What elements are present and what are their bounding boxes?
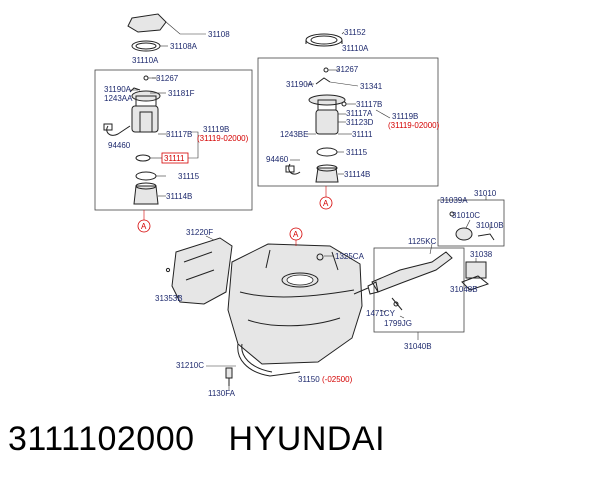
label-1243be: 1243BE [280,130,308,139]
label-31108a: 31108A [170,42,198,51]
label-31048b: 31048B [450,285,478,294]
label-31114b-right: 31114B [344,170,370,179]
svg-text:A: A [323,199,329,208]
label-31123d: 31123D [346,118,374,127]
filler-cap-31010 [449,196,495,291]
ref-marker-a-left: A [137,210,151,233]
label-31117a: 31117A [346,109,373,118]
label-31110a-right: 31110A [342,44,369,53]
label-1799jg: 1799JG [384,319,412,328]
label-31111-right: 31111 [352,130,373,139]
label-31111-left: 31111 [164,154,185,163]
lock-ring-31152 [305,31,345,47]
label-94460-right: 94460 [266,155,289,164]
label-31117b-left: 31117B [166,130,192,139]
ref-marker-a-right: A [319,186,333,210]
pump-module-box-right [257,57,439,187]
heat-shield-31220f [165,235,233,305]
label-1243aa: 1243AA [104,94,133,103]
highlight-box-31111 [161,152,189,164]
label-31038: 31038 [470,250,493,259]
label-31039a: 31039A [440,196,468,205]
label-31010b: 31010B [476,221,504,230]
label-31150-range: (-02500) [322,375,353,384]
label-94460-left: 94460 [108,141,131,150]
label-1471cy: 1471CY [366,309,396,318]
label-31114b-left: 31114B [166,192,192,201]
cover-plate-31108 [127,13,206,52]
label-31108: 31108 [208,30,230,39]
label-31115-right: 31115 [346,148,368,157]
pump-module-left [103,75,199,205]
label-31119b-left-range: (31119-02000) [197,134,249,143]
label-31267-right: 31267 [336,65,359,74]
filler-cap-box [437,199,505,247]
label-31040b: 31040B [404,342,432,351]
ref-marker-a-tank: A [289,227,303,241]
label-1325ca: 1325CA [335,252,365,261]
filler-assy-box [373,247,465,333]
label-31353b: 31353B [155,294,183,303]
label-31010: 31010 [474,189,497,198]
product-caption: 3111102000 HYUNDAI [8,420,598,480]
label-31117b-right: 31117B [356,100,382,109]
label-31110a-left: 31110A [132,56,159,65]
label-31341: 31341 [360,82,383,91]
label-31210c: 31210C [176,361,204,370]
label-31220f: 31220F [186,228,213,237]
pump-module-box-left [94,69,253,211]
filler-neck-31040b [367,243,453,340]
label-31115-left: 31115 [178,172,200,181]
label-1125kc: 1125KC [408,237,437,246]
label-31267-left: 31267 [156,74,179,83]
tank-strap-31210c [206,343,301,390]
label-1130fa: 1130FA [208,389,236,398]
label-31119b-left: 31119B [203,125,229,134]
label-31181f: 31181F [168,89,195,98]
label-31119b-right-range: (31119-02000) [388,121,440,130]
label-31152: 31152 [344,28,366,37]
fuel-tank-31150 [227,240,369,365]
pump-module-right [285,67,391,183]
label-31190a-left: 31190A [104,85,132,94]
label-31150: 31150 [298,375,320,384]
part-number: 3111102000 [8,420,195,458]
label-31190a-right: 31190A [286,80,314,89]
label-31119b-right: 31119B [392,112,418,121]
label-31010c: 31010C [452,211,480,220]
svg-text:A: A [293,230,299,239]
brand-name: HYUNDAI [228,420,386,458]
svg-text:A: A [141,222,147,231]
